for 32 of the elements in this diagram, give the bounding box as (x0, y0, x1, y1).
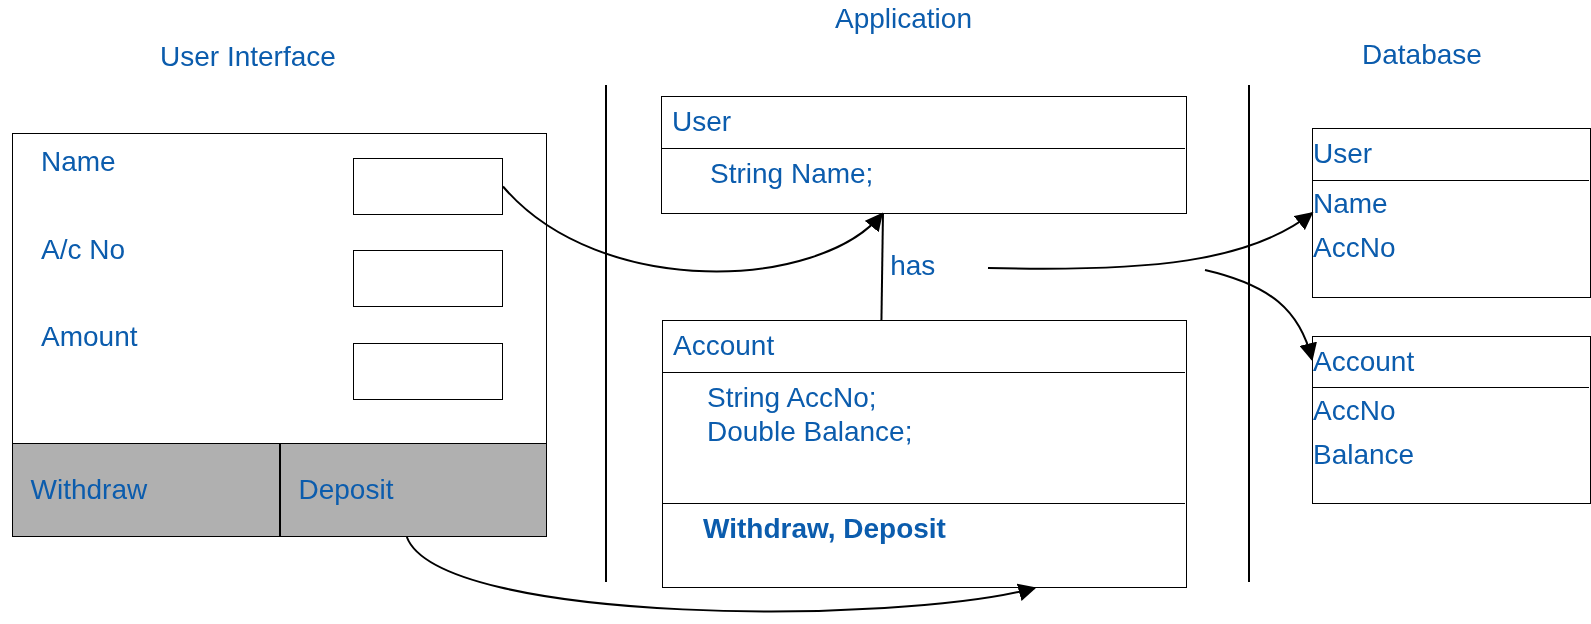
form-panel (12, 133, 547, 537)
input-field (352, 157, 503, 215)
table-box (1312, 336, 1591, 504)
table-name: Account (1313, 345, 1415, 379)
form-button: Deposit (279, 442, 547, 537)
arrow (987, 211, 1314, 270)
attribute-list: String Name; (710, 157, 1150, 191)
field-name: Name (1313, 187, 1388, 221)
form-button: Withdraw (11, 442, 280, 537)
input-field (352, 342, 503, 400)
field-name: Balance (1313, 438, 1415, 472)
input-field (352, 249, 503, 307)
class-name: Account (673, 329, 775, 363)
table-name: User (1313, 137, 1373, 171)
panel-title: User Interface (160, 40, 336, 74)
class-box (661, 96, 1187, 214)
arrow (1204, 269, 1317, 362)
field-label: Name (41, 145, 116, 179)
field-name: AccNo (1313, 231, 1396, 265)
field-label: Amount (41, 320, 138, 354)
field-label: A/c No (41, 233, 126, 267)
arrow (502, 185, 884, 273)
field-name: AccNo (1313, 394, 1396, 428)
table-box (1312, 128, 1591, 298)
arrow (405, 536, 1037, 613)
attribute-list: String AccNo; Double Balance; (707, 381, 957, 449)
class-box (662, 320, 1187, 588)
method-list: Withdraw, Deposit (703, 512, 1143, 546)
column-heading: Application (835, 2, 972, 36)
connector-line (880, 213, 884, 321)
column-heading: Database (1362, 38, 1482, 72)
class-name: User (672, 105, 732, 139)
